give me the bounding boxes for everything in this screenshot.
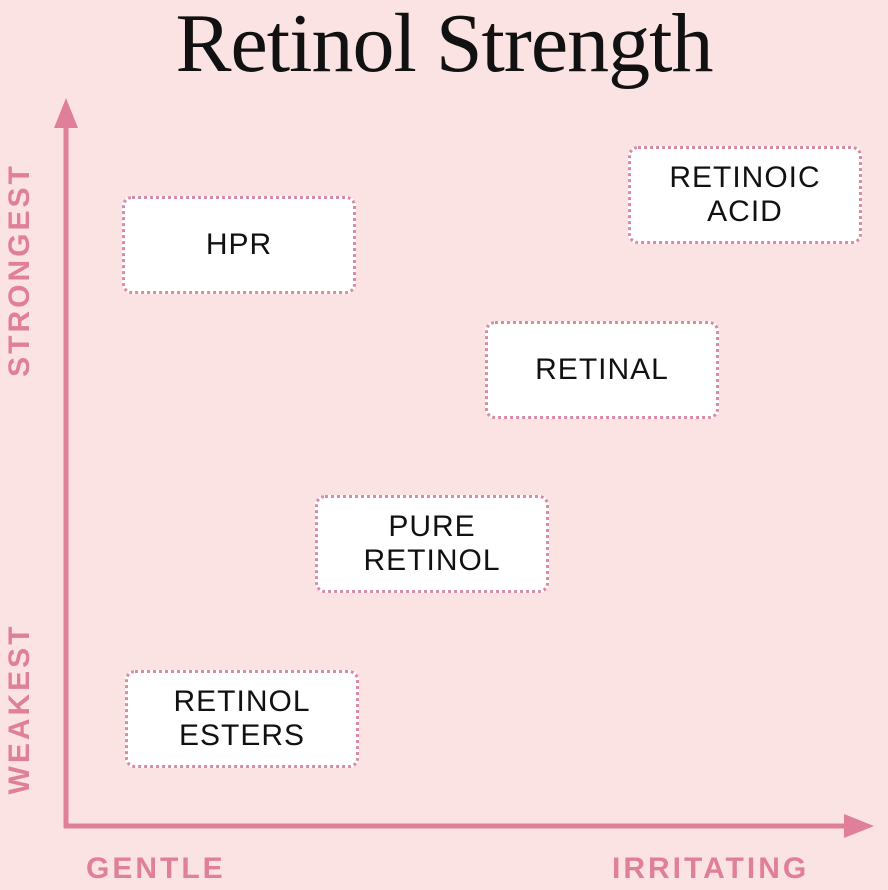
x-axis-label-gentle: GENTLE [86,852,226,885]
y-axis-label-weakest: WEAKEST [3,623,36,795]
box-pure-retinol: PURE RETINOL [315,495,549,593]
box-retinal: RETINAL [485,321,719,419]
y-axis-arrow [54,98,78,128]
box-retinol-esters: RETINOL ESTERS [125,670,359,768]
x-axis-arrow [844,814,874,838]
x-axis-label-irritating: IRRITATING [612,852,810,885]
y-axis-label-strongest: STRONGEST [3,163,36,377]
box-hpr: HPR [122,196,356,294]
box-retinoic-acid: RETINOIC ACID [628,146,862,244]
page-title: Retinol Strength [175,0,714,90]
